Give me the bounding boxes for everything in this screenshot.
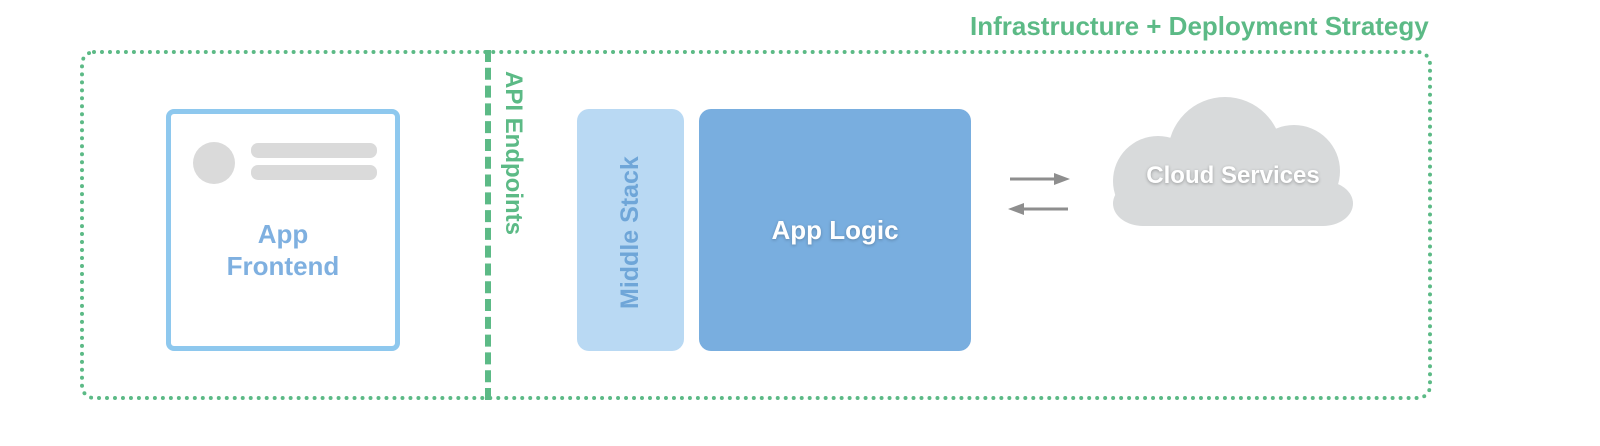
infrastructure-boundary: [80, 50, 1432, 400]
api-endpoints-label: API Endpoints: [500, 71, 527, 235]
middle-stack-box: Middle Stack: [577, 109, 684, 351]
cloud-services-label: Cloud Services: [1146, 162, 1320, 189]
app-frontend-label-line1: App: [257, 219, 309, 249]
infrastructure-title: Infrastructure + Deployment Strategy: [970, 11, 1429, 41]
cloud-icon: [1113, 97, 1353, 226]
middle-stack-label: Middle Stack: [616, 156, 644, 309]
frontend-text-placeholder-1: [251, 143, 377, 158]
app-frontend-box: App Frontend: [166, 109, 400, 351]
frontend-avatar-placeholder: [193, 142, 235, 184]
app-logic-box: App Logic: [699, 109, 971, 351]
frontend-text-placeholder-2: [251, 165, 377, 180]
cloud-services: Cloud Services: [1108, 96, 1358, 232]
bidirectional-arrows-icon: [1008, 173, 1070, 215]
api-endpoints-divider: [485, 50, 491, 400]
app-logic-label: App Logic: [771, 214, 899, 245]
app-frontend-label-line2: Frontend: [226, 251, 340, 281]
app-frontend-label: App Frontend: [171, 218, 395, 282]
